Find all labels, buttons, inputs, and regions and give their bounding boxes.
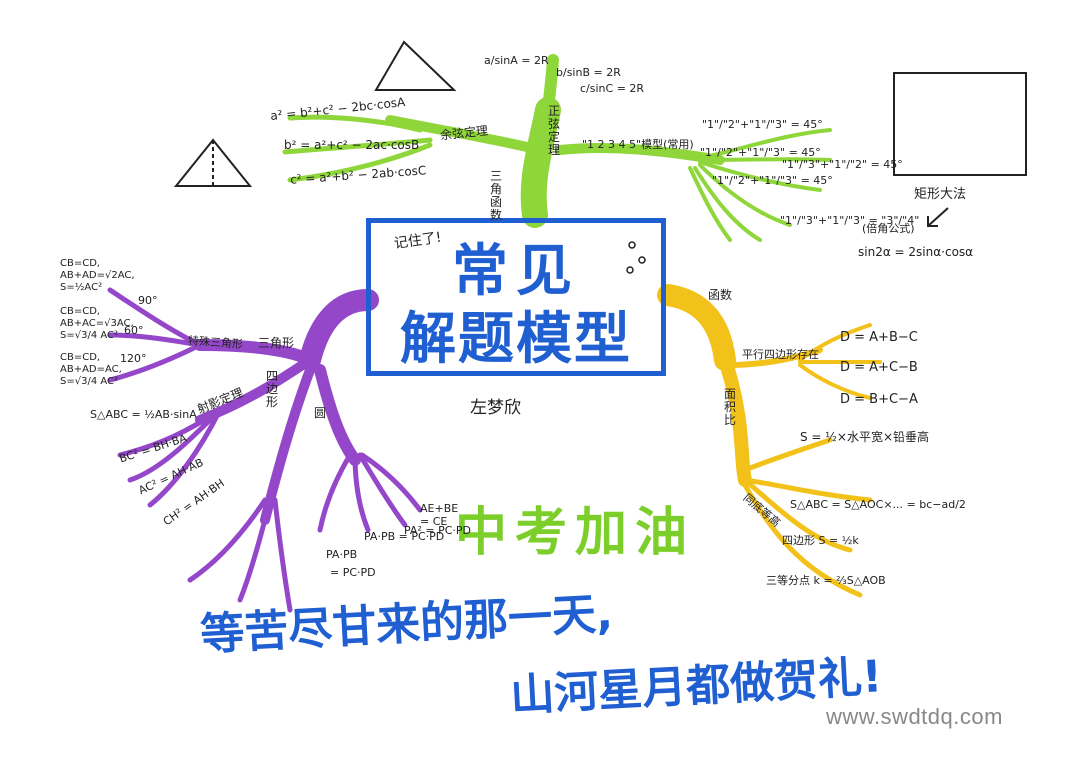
cosine-formula-2: b² = a²+c² − 2ac·cosB — [284, 138, 420, 152]
special-formula-1: CB=CD, AB+AD=√2AC, S=½AC² — [60, 258, 135, 293]
yellow-trunk-label: 函数 — [708, 288, 733, 302]
sine-formula-2: b/sinB = 2R — [556, 66, 621, 79]
relation-label-2: 四边形 S = ½k — [782, 534, 859, 547]
parallel-formula-3: D = B+C−A — [840, 392, 918, 407]
green-branch — [282, 54, 832, 242]
yellow-branch — [657, 284, 882, 598]
rect-method-box — [893, 72, 1027, 176]
yellow-area-formula: S = ½×水平宽×铅垂高 — [800, 430, 930, 444]
circle-label: 圆 — [314, 406, 327, 420]
leaf-formula-3: PA² = PC·PD — [404, 524, 471, 537]
triangle-sketch-top — [374, 40, 457, 91]
parallel-formula-1: D = A+B−C — [840, 330, 918, 345]
purple-trunk-label: 四边形 — [266, 369, 279, 409]
parallelogram-label: 平行四边形存在 — [742, 348, 819, 361]
model-formula-1: "1"/"2"+"1"/"3" = 45° — [702, 118, 823, 131]
angle-label-2: 60° — [124, 324, 144, 337]
watermark: www.swdtdq.com — [826, 704, 1003, 729]
special-formula-3: CB=CD, AB+AD=AC, S=√3/4 AC² — [60, 352, 122, 387]
angle-label-1: 90° — [138, 294, 158, 307]
leaf-formula-4: AE+BE = CE — [420, 502, 459, 528]
model-formula-4: "1"/"3"+"1"/"2" = 45° — [782, 158, 903, 171]
parallel-formula-2: D = A+C−B — [840, 360, 918, 375]
special-model-label: "1 2 3 4 5"模型(常用) — [582, 138, 694, 151]
leaf-formula-5: = PC·PD — [330, 566, 376, 579]
purple-branch — [107, 287, 423, 613]
heart-icon-group — [626, 241, 646, 274]
title-box — [366, 218, 666, 376]
yellow-area-formula-2: S△ABC = S△AOC×... = bc−ad/2 — [790, 498, 966, 511]
special-formula-2: CB=CD, AB+AC=√3AC, S=√3/4 AC² — [60, 306, 134, 341]
model-formula-2: "1"/"2"+"1"/"3" = 45° — [700, 146, 821, 159]
double-angle-formula: sin2α = 2sinα·cosα — [858, 245, 974, 259]
angle-label-3: 120° — [120, 352, 147, 365]
double-angle-note: (倍角公式) — [862, 222, 915, 235]
triangle-sketch-height — [173, 138, 253, 187]
green-trunk-label: 三角函数 — [490, 169, 503, 222]
sine-formula-3: c/sinC = 2R — [580, 82, 645, 95]
arrow-icon — [927, 207, 949, 227]
title-line-1: 常见 — [452, 239, 580, 304]
model-formula-3: "1"/"2"+"1"/"3" = 45° — [712, 174, 833, 187]
cheer-text: 中考加油 — [455, 503, 696, 563]
sine-formula-1: a/sinA = 2R — [484, 54, 549, 67]
area-division-label: 面积比 — [724, 387, 737, 427]
author-name: 左梦欣 — [470, 398, 521, 418]
model-formula-5: "1"/"3"+"1"/"3" = "3"/"4" — [780, 214, 920, 227]
leaf-formula-2: PA·PB = PC·PD — [364, 530, 445, 543]
triangle-label: 三角形 — [258, 336, 295, 350]
rect-method-label: 矩形大法 — [914, 187, 967, 202]
relation-label-3: 三等分点 k = ⅔S△AOB — [766, 574, 886, 587]
title-line-2: 解题模型 — [400, 307, 632, 372]
purple-area-formula: S△ABC = ½AB·sinA — [90, 408, 197, 421]
leaf-formula-1: PA·PB — [326, 548, 358, 561]
sine-rule-label: 正弦定理 — [548, 104, 561, 157]
